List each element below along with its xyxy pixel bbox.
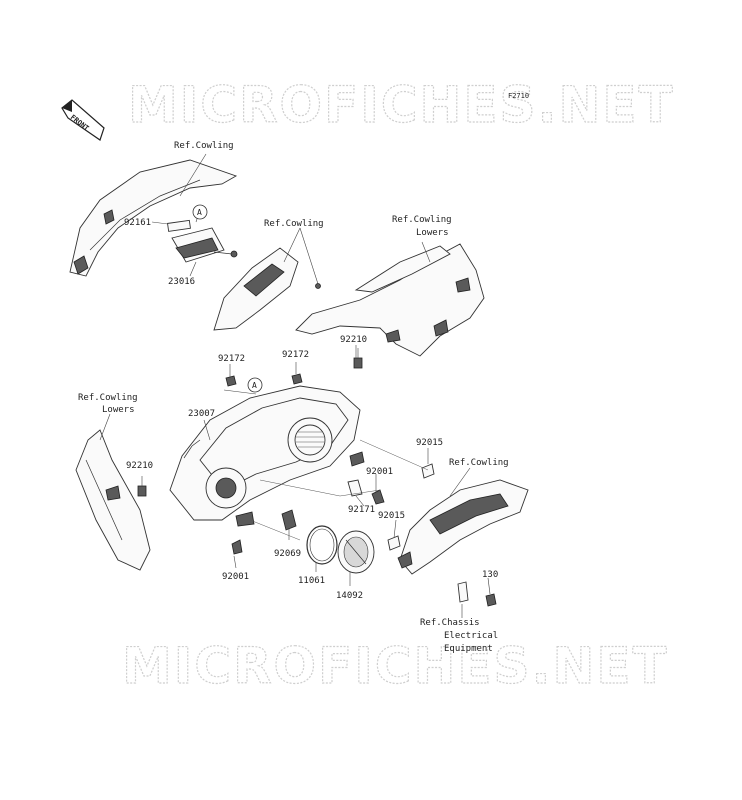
label-ref-cowling-right: Ref.Cowling bbox=[449, 458, 509, 468]
bolt-130 bbox=[457, 581, 497, 607]
screw-92172-right bbox=[291, 373, 303, 385]
front-arrow-icon: FRONT bbox=[61, 99, 105, 141]
label-92001-right: 92001 bbox=[366, 467, 393, 477]
leader-lines bbox=[99, 153, 491, 618]
callout-a-top: A bbox=[192, 204, 208, 220]
clamp-92171 bbox=[347, 479, 363, 497]
label-92172-right: 92172 bbox=[282, 350, 309, 360]
label-92161: 92161 bbox=[124, 218, 151, 228]
cowling-lower-left bbox=[75, 429, 151, 571]
pad-92161 bbox=[167, 219, 191, 232]
bracket-23016 bbox=[171, 227, 238, 263]
label-ref-chassis-1: Ref.Chassis bbox=[420, 618, 480, 628]
label-ref-cowling-mid: Ref.Cowling bbox=[264, 219, 324, 229]
bulb-92069 bbox=[281, 509, 297, 540]
watermark-top: MICROFICHES.NET bbox=[128, 76, 675, 134]
label-92171: 92171 bbox=[348, 505, 375, 515]
cowling-piece-mid bbox=[213, 227, 321, 331]
watermark-bottom: MICROFICHES.NET bbox=[122, 637, 669, 695]
cowling-lower-upper-right bbox=[295, 243, 485, 357]
cap-14092 bbox=[337, 530, 375, 574]
label-ref-cowling-top: Ref.Cowling bbox=[174, 141, 234, 151]
callout-a-mid: A bbox=[247, 377, 263, 393]
bolt-92001-right bbox=[371, 489, 385, 505]
label-23007: 23007 bbox=[188, 409, 215, 419]
reference-lines bbox=[249, 439, 429, 541]
label-ref-chassis-3: Equipment bbox=[444, 644, 493, 654]
figure-code: F2710 bbox=[508, 92, 529, 100]
label-92015-upper: 92015 bbox=[416, 438, 443, 448]
label-ref-cowling-lowers-right-2: Lowers bbox=[416, 228, 449, 238]
label-92172-left: 92172 bbox=[218, 354, 245, 364]
label-ref-chassis-2: Electrical bbox=[444, 631, 498, 641]
label-92015-lower: 92015 bbox=[378, 511, 405, 521]
label-11061: 11061 bbox=[298, 576, 325, 586]
label-ref-cowling-lowers-left-2: Lowers bbox=[102, 405, 135, 415]
clip-92210-left bbox=[137, 485, 147, 497]
upper-cowling-bracket bbox=[69, 159, 238, 277]
grommet-92015-lower bbox=[387, 535, 401, 551]
screw-92172-left bbox=[225, 375, 237, 387]
label-14092: 14092 bbox=[336, 591, 363, 601]
headlight-assembly bbox=[169, 385, 365, 527]
gasket-11061 bbox=[306, 525, 338, 565]
label-ref-cowling-lowers-left-1: Ref.Cowling bbox=[78, 393, 138, 403]
callout-a-top-label: A bbox=[197, 208, 202, 217]
part-labels: Ref.Cowling 92161 23016 Ref.Cowling Ref.… bbox=[78, 141, 509, 654]
label-23016: 23016 bbox=[168, 277, 195, 287]
bracket-right-assembly bbox=[397, 479, 529, 575]
clip-92210-upper bbox=[353, 348, 363, 369]
label-ref-cowling-lowers-right-1: Ref.Cowling bbox=[392, 215, 452, 225]
label-92069: 92069 bbox=[274, 549, 301, 559]
label-130: 130 bbox=[482, 570, 498, 580]
label-92210-left: 92210 bbox=[126, 461, 153, 471]
grommet-92015-upper bbox=[421, 463, 435, 479]
label-92001-bottom: 92001 bbox=[222, 572, 249, 582]
label-92210-upper: 92210 bbox=[340, 335, 367, 345]
bolt-92001-bottom bbox=[231, 539, 243, 555]
callout-a-mid-label: A bbox=[252, 381, 257, 390]
